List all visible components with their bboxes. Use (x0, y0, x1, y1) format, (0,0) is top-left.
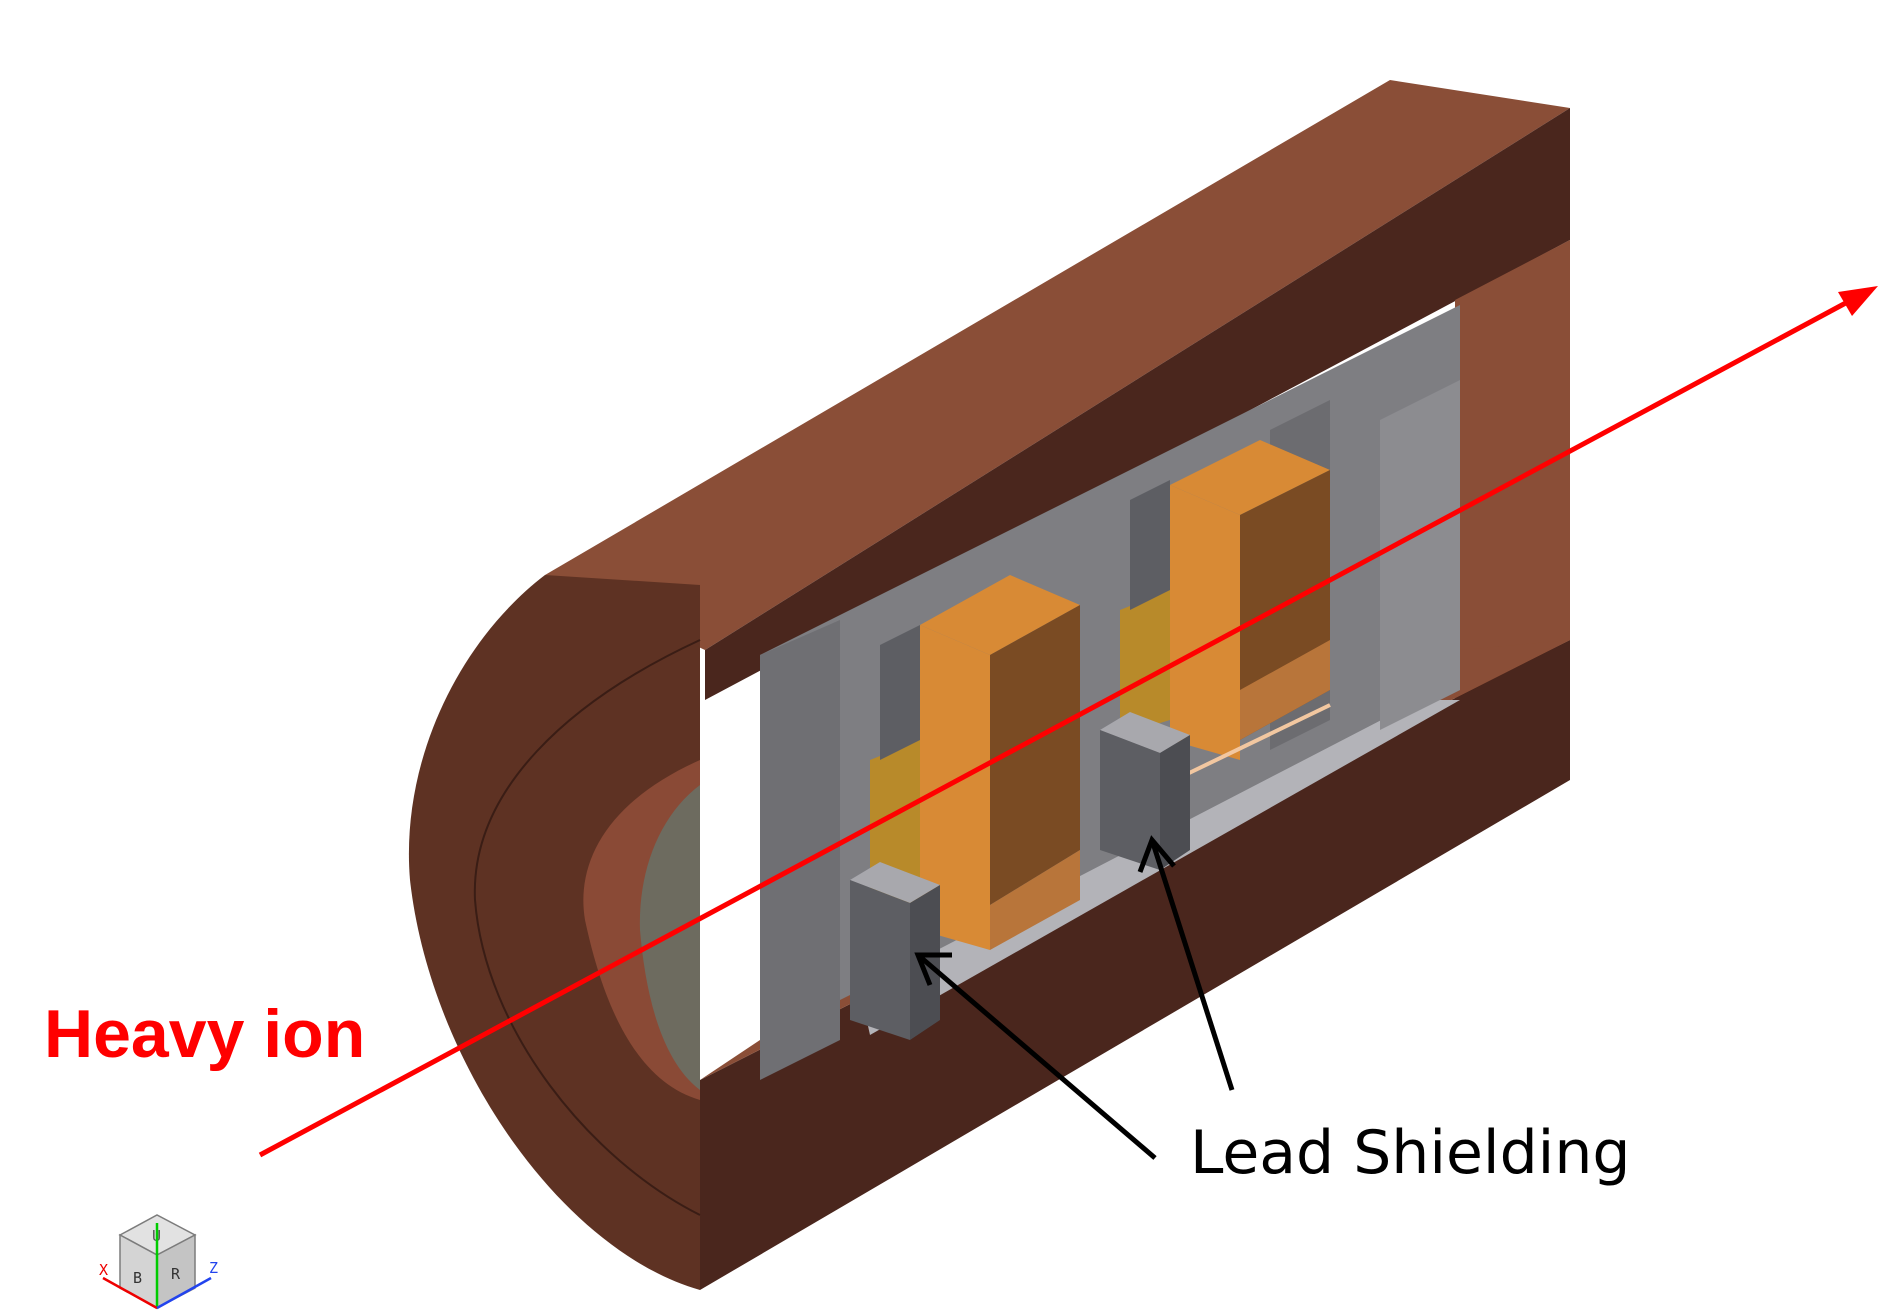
pointer-arrow-1-line (916, 953, 1157, 1160)
detector-1-left-face (920, 625, 990, 950)
axis-x-label: X (99, 1261, 108, 1279)
lead-block-lower-2-top (1100, 712, 1190, 753)
pointer-arrow-2-head-icon (1137, 835, 1176, 873)
detector-2-left-face (1170, 485, 1240, 760)
pointer-arrow-1-head-icon (914, 952, 952, 986)
lead-shielding-blocks (850, 480, 1190, 1040)
inner-housing-right-flange (1380, 380, 1460, 730)
axis-z-icon (156, 1276, 212, 1310)
detector-2-floor (1240, 640, 1330, 740)
lead-shielding-label: Lead Shielding (1190, 1118, 1631, 1188)
heavy-ion-beam-arrow (258, 286, 1878, 1158)
outer-shell-top-face (545, 80, 1570, 650)
detector-1-floor (990, 850, 1080, 950)
detector-1-top (920, 575, 1080, 655)
detector-2-foil (1184, 703, 1331, 777)
axis-z-label: Z (209, 1259, 218, 1277)
inner-housing-left-flange (760, 620, 840, 1080)
outer-shell-lower-face (700, 640, 1570, 1290)
view-orientation-cube[interactable]: U B R X Z (99, 1214, 218, 1310)
lead-block-lower-2-face (1100, 730, 1160, 870)
outer-shell-end-cap-ring (473, 639, 701, 1216)
detector-2-top (1170, 440, 1330, 515)
view-cube-face-back: B (133, 1269, 142, 1287)
lead-shielding-pointers (914, 835, 1235, 1160)
lead-block-lower-2-side (1160, 735, 1190, 870)
outer-shell-end-cap (408, 575, 700, 1290)
view-cube-face-right: R (171, 1265, 181, 1283)
outer-shell-upper-cut-face (705, 108, 1570, 700)
detector-module-2 (1120, 440, 1331, 777)
axis-x-icon (102, 1276, 158, 1310)
detector-1-inner (990, 605, 1080, 905)
heavy-ion-label: Heavy ion (44, 996, 366, 1072)
pointer-arrow-2-line (1149, 839, 1235, 1091)
beam-line (258, 295, 1857, 1158)
lead-block-lower-1-top (850, 862, 940, 903)
lead-block-lower-1-face (850, 880, 910, 1040)
outer-shell-right-end (1455, 240, 1570, 700)
lead-block-upper-1 (880, 625, 920, 760)
detector-2-window (1120, 590, 1170, 735)
lead-block-upper-2 (1130, 480, 1170, 610)
beam-arrowhead-icon (1838, 286, 1878, 316)
